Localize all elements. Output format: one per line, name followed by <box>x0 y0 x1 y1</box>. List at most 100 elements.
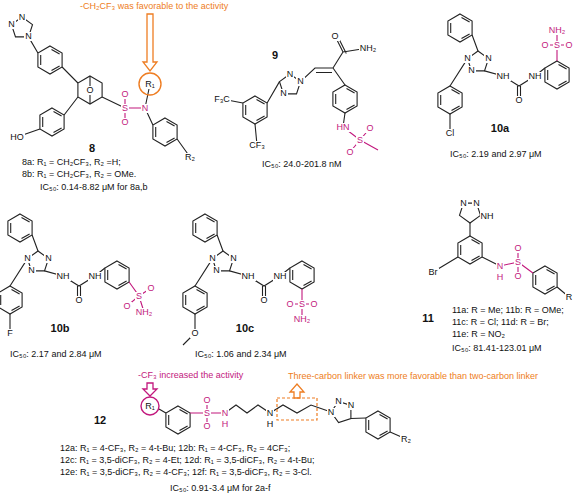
atom-label: S <box>356 136 364 145</box>
compound-10c <box>183 214 314 345</box>
atom-label: O <box>259 296 268 305</box>
bonds <box>0 14 569 439</box>
atom-label: H <box>496 273 505 282</box>
atom-label: N <box>347 401 356 410</box>
hollow-arrow <box>143 383 157 396</box>
atom-label: N <box>266 409 275 418</box>
sar-annotation: Three-carbon linker was more favorable t… <box>288 372 538 381</box>
atom-label: O <box>202 422 211 431</box>
sar-annotation: -CH₂CF₃ was favorable to the activity <box>80 2 228 11</box>
linker-box <box>277 398 317 420</box>
atom-label: CF₃ <box>248 141 266 150</box>
bond <box>433 223 569 297</box>
atom-label: N <box>141 104 150 113</box>
atom-label: N <box>472 199 481 208</box>
atom-label: N <box>279 89 288 98</box>
atom-label: R₁ <box>144 80 156 89</box>
atom-label: O <box>513 244 522 253</box>
atom-label: S <box>203 409 211 418</box>
atom-label: O <box>202 396 211 405</box>
substituent-note: 12c: R₁ = 3,5-diCF₃, R₂ = 4-Et; 12d: R₁ … <box>60 456 314 465</box>
compound-number: 8 <box>88 143 96 154</box>
atom-label: H <box>221 420 230 429</box>
atom-label: F <box>6 329 14 338</box>
atom-label: O <box>122 302 131 311</box>
atom-label: Br <box>428 268 439 277</box>
atom-label: N <box>459 199 468 208</box>
atom-label: O <box>146 284 155 293</box>
highlight-circle <box>141 397 159 415</box>
atom-label: F₃C <box>213 95 231 104</box>
compound-number: 12 <box>93 415 107 426</box>
atom-label: O <box>120 118 129 127</box>
atom-label: O <box>345 148 354 157</box>
atom-label: N <box>221 409 230 418</box>
atom-label: S <box>553 41 561 50</box>
atom-label: R₂ <box>184 153 196 162</box>
atom-label: N <box>7 20 16 29</box>
atom-label: N <box>296 77 305 86</box>
substituent-note: IC₅₀: 24.0-201.8 nM <box>262 160 341 169</box>
chain-bond <box>225 405 406 439</box>
atom-label: NH <box>528 72 543 81</box>
atom-label: S <box>298 300 306 309</box>
compound-10b <box>0 214 151 333</box>
substituent-note: IC₅₀: 1.06 and 2.34 μM <box>195 350 287 359</box>
substituent-note: 8a: R₁ = CH₂CF₃, R₂ =H; <box>22 158 121 167</box>
atom-label: NH₂ <box>293 315 312 324</box>
atom-label: NH <box>56 272 71 281</box>
substituent-note: IC₅₀: 81.41-123.01 μM <box>452 344 542 353</box>
atom-label: S <box>514 258 522 267</box>
atom-label: R₂ <box>400 435 412 444</box>
atom-label: Cl <box>445 129 456 138</box>
atom-label: HN <box>336 123 351 132</box>
bond <box>17 37 190 157</box>
compound-number: 10b <box>50 323 71 334</box>
substituent-note: IC₅₀: 0.91-3.4 μM for 2a-f <box>170 484 271 493</box>
atom-label: NH₂ <box>548 26 567 35</box>
atom-label: NH <box>480 212 495 221</box>
atom-label: NH <box>496 72 511 81</box>
sar-annotation: -CF₃ increased the activity <box>138 371 243 380</box>
atom-label: N <box>463 54 472 63</box>
atom-label: O <box>285 300 294 309</box>
atom-label: H <box>266 420 275 429</box>
atom-label: O <box>513 272 522 281</box>
atom-label: S <box>121 104 129 113</box>
highlight-circle <box>139 73 161 95</box>
atom-label: R₁ <box>144 402 156 411</box>
substituent-note: 12e: R₁ = 3,5-diCF₃, R₂ = 4-CF₃; 12f: R₁… <box>60 468 312 477</box>
substituent-note: 11c: R = Cl; 11d: R = Br; <box>452 318 549 327</box>
atom-label: N <box>286 70 295 79</box>
atom-label: N <box>229 254 238 263</box>
atom-label: HO <box>9 133 25 142</box>
atom-label: O <box>514 96 523 105</box>
atom-label: O <box>330 32 339 41</box>
atom-label: N <box>24 32 33 41</box>
atom-label: N <box>23 254 32 263</box>
atom-label: N <box>44 254 53 263</box>
atom-label: N <box>208 254 217 263</box>
compound-number: 10a <box>490 123 510 134</box>
substituent-note: 12a: R₁ = 4-CF₃, R₂ = 4-t-Bu; 12b: R₁ = … <box>60 444 290 453</box>
substituent-note: 8b: R₁ = CH₂CF₃, R₂ = OMe. <box>22 170 136 179</box>
atom-label: NH <box>241 272 256 281</box>
atom-label: N <box>327 408 336 417</box>
atom-label: O <box>190 329 199 338</box>
compound-number: 11 <box>421 313 435 324</box>
atom-label: NH₂ <box>359 44 378 53</box>
substituent-note: IC₅₀: 0.14-8.82 μM for 8a,b <box>40 183 148 192</box>
atom-label: O <box>74 296 83 305</box>
atom-label: O <box>120 90 129 99</box>
atom-label: N <box>27 266 36 275</box>
atom-label: R <box>565 293 574 302</box>
substituent-note: IC₅₀: 2.19 and 2.97 μM <box>450 150 542 159</box>
atom-label: O <box>309 300 318 309</box>
atom-label: N <box>496 262 505 271</box>
atom-label: O <box>85 86 94 95</box>
atom-label: N <box>18 13 27 22</box>
substituent-note: 11e: R = NO₂ <box>452 330 505 339</box>
compound-number: 10c <box>235 323 255 334</box>
